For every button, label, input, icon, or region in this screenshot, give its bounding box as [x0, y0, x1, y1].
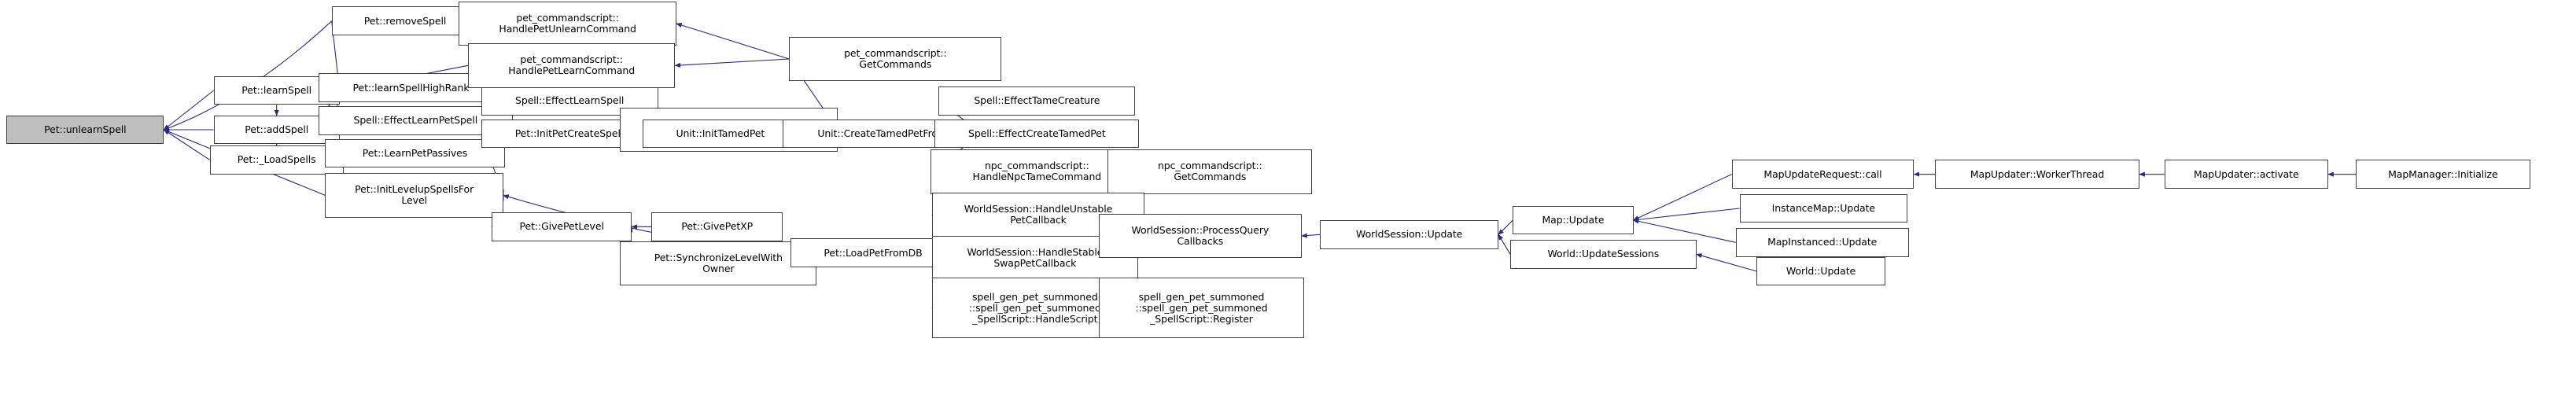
graph-node[interactable]: Map::Update	[1513, 205, 1634, 235]
graph-edge	[1300, 231, 1320, 240]
graph-node[interactable]: Pet::_LoadSpells	[209, 145, 344, 175]
graph-node[interactable]: Spell::EffectLearnPetSpell	[319, 106, 513, 135]
graph-edge	[163, 90, 213, 131]
graph-node[interactable]: WorldSession::ProcessQuery Callbacks	[1098, 213, 1302, 259]
graph-node[interactable]: Spell::EffectCreateTamedPet	[934, 119, 1140, 149]
graph-node[interactable]: MapManager::Initialize	[2356, 160, 2530, 189]
graph-node[interactable]: InstanceMap::Update	[1739, 193, 1907, 223]
graph-node[interactable]: MapInstanced::Update	[1735, 228, 1909, 257]
graph-node[interactable]: Pet::LearnPetPassives	[325, 138, 505, 168]
graph-edge	[675, 22, 789, 59]
graph-edge	[1497, 220, 1513, 236]
graph-node[interactable]: spell_gen_pet_summoned ::spell_gen_pet_s…	[1098, 278, 1305, 338]
graph-node[interactable]: Unit::InitTamedPet	[642, 119, 798, 149]
graph-edge	[673, 59, 789, 69]
graph-node[interactable]: WorldSession::Update	[1320, 220, 1498, 249]
graph-node[interactable]: World::UpdateSessions	[1510, 240, 1697, 269]
graph-edge	[163, 129, 209, 160]
graph-node[interactable]: Pet::learnSpell	[213, 75, 340, 105]
graph-node[interactable]: npc_commandscript:: GetCommands	[1107, 149, 1313, 194]
graph-edge	[1632, 175, 1732, 220]
graph-node[interactable]: pet_commandscript:: HandlePetLearnComman…	[468, 43, 676, 88]
graph-node[interactable]: Pet::SynchronizeLevelWith Owner	[620, 241, 817, 286]
graph-node[interactable]: MapUpdater::activate	[2164, 160, 2328, 189]
graph-node[interactable]: Pet::InitLevelupSpellsFor Level	[325, 173, 503, 218]
graph-node[interactable]: Pet::addSpell	[213, 115, 340, 145]
graph-node[interactable]: Pet::unlearnSpell	[6, 115, 164, 145]
graph-node[interactable]: Spell::EffectTameCreature	[938, 86, 1136, 116]
graph-node[interactable]: Pet::GivePetXP	[651, 212, 783, 241]
graph-node[interactable]: pet_commandscript:: HandlePetUnlearnComm…	[459, 1, 676, 46]
graph-node[interactable]: World::Update	[1756, 256, 1885, 286]
graph-node[interactable]: Pet::removeSpell	[331, 6, 479, 35]
graph-node[interactable]: Pet::LoadPetFromDB	[790, 238, 956, 267]
graph-edge	[1498, 234, 1510, 254]
graph-node[interactable]: pet_commandscript:: GetCommands	[789, 36, 1002, 82]
graph-node[interactable]: MapUpdater::WorkerThread	[1935, 160, 2139, 189]
graph-node[interactable]: Pet::GivePetLevel	[492, 212, 632, 241]
graph-node[interactable]: MapUpdateRequest::call	[1731, 160, 1914, 189]
graph-edge	[1632, 208, 1740, 223]
